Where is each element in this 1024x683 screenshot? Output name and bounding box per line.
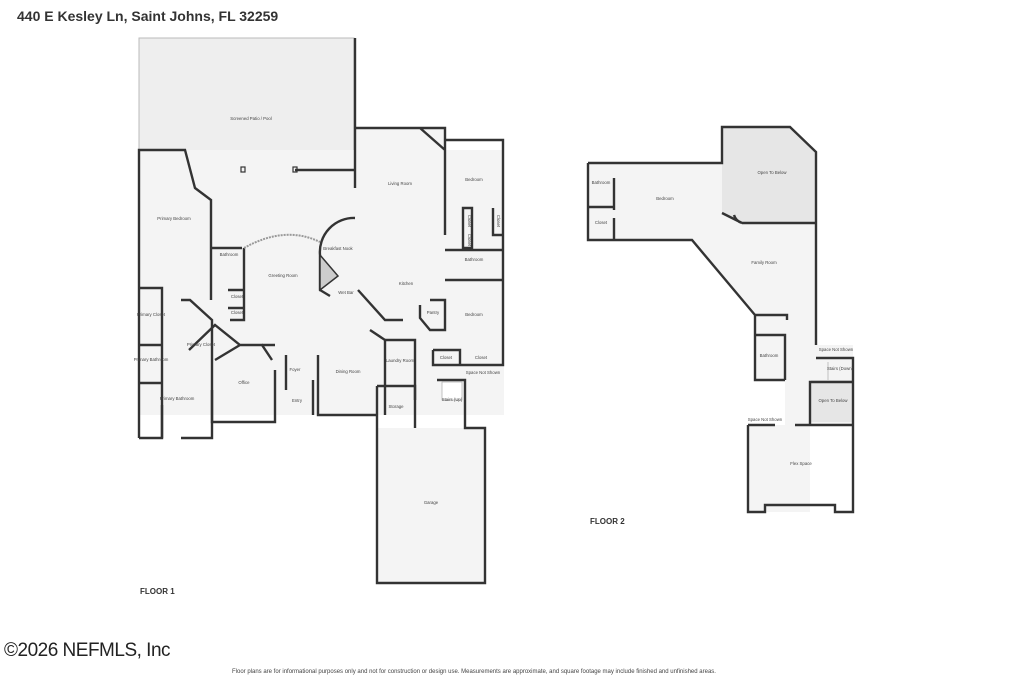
room-label: Kitchen [399, 281, 414, 286]
room-label: Office [238, 380, 250, 385]
room-label: Primary Bathroom [160, 396, 195, 401]
room-label: Space Not Shown [748, 417, 783, 422]
room-label: Primary Bedroom [157, 216, 191, 221]
room-label: Pantry [427, 310, 440, 315]
room-label: Closet [231, 310, 244, 315]
room-label: Bathroom [592, 180, 611, 185]
room-label: Bathroom [220, 252, 239, 257]
room-label: Screened Patio / Pool [230, 116, 272, 121]
room-label: Closet [475, 355, 488, 360]
room-label: Primary Bathroom [134, 357, 169, 362]
room-label: Flex Space [790, 461, 812, 466]
room-label: Open To Below [818, 398, 848, 403]
room-label: Closet [440, 355, 453, 360]
floor-2-plan: Bathroom Closet Bedroom Open To Below Fa… [586, 125, 855, 526]
copyright-watermark: ©2026 NEFMLS, Inc [4, 640, 171, 661]
floor-1-label: FLOOR 1 [140, 587, 175, 596]
floor-1-plan: Screened Patio / Pool Primary Bedroom Ba… [134, 37, 505, 596]
room-label: Stairs (Down) [827, 366, 854, 371]
room-label: Closet [496, 215, 501, 228]
room-label: Bathroom [465, 257, 484, 262]
room-label: Open To Below [757, 170, 787, 175]
listing-address: 440 E Kesley Ln, Saint Johns, FL 32259 [17, 8, 279, 24]
room-label: Greeting Room [268, 273, 298, 278]
room-label: Bedroom [465, 177, 483, 182]
room-label: Space Not Shown [466, 370, 501, 375]
room-label: Foyer [290, 367, 302, 372]
room-label: Closet [467, 234, 472, 247]
room-label: Family Room [751, 260, 777, 265]
room-label: Space Not Shown [819, 347, 854, 352]
garage-area [377, 428, 485, 583]
room-label: Closet [467, 215, 472, 228]
room-label: Closet [595, 220, 608, 225]
room-label: Breakfast Nook [323, 246, 353, 251]
room-label: Living Room [388, 181, 412, 186]
disclaimer: Floor plans are for informational purpos… [232, 669, 716, 675]
room-label: Closet [231, 294, 244, 299]
room-label: Primary Closet [137, 312, 166, 317]
room-label: Garage [424, 500, 439, 505]
room-label: Entry [292, 398, 303, 403]
room-label: Stairs (Up) [442, 397, 463, 402]
room-label: Primary Closet [187, 342, 216, 347]
room-label: Bedroom [465, 312, 483, 317]
room-label: Storage [388, 404, 404, 409]
room-label: Bedroom [656, 196, 674, 201]
room-label: Laundry Room [386, 358, 415, 363]
floor-2-label: FLOOR 2 [590, 517, 625, 526]
room-label: Wet Bar [338, 290, 354, 295]
room-label: Bathroom [760, 353, 779, 358]
room-label: Dining Room [336, 369, 361, 374]
